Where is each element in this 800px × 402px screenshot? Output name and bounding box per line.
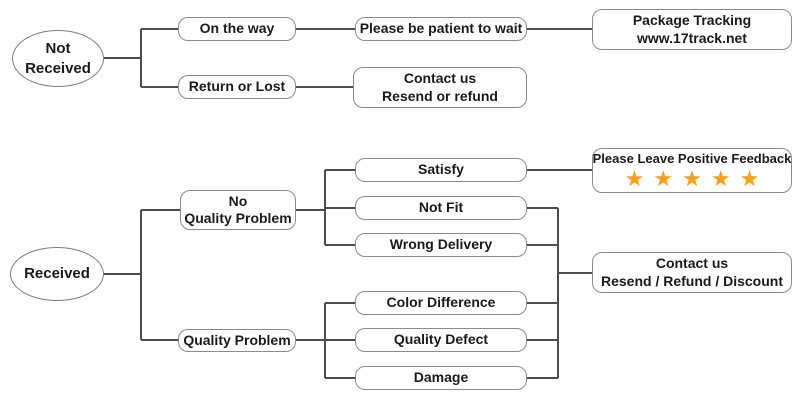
node-label: Wrong Delivery [389,236,493,253]
node-package-tracking: Package Tracking www.17track.net [592,9,792,50]
node-quality-defect: Quality Defect [355,328,527,352]
node-contact-resend-refund: Contact us Resend or refund [353,67,527,108]
node-contact-resend-refund-discount: Contact us Resend / Refund / Discount [592,252,792,293]
star-icon: ★ [682,166,702,192]
node-return-or-lost: Return or Lost [178,75,296,99]
node-wrong-delivery: Wrong Delivery [355,233,527,257]
feedback-title: Please Leave Positive Feedback [592,150,792,166]
node-label: Received [24,265,90,283]
node-label: Please be patient to wait [359,20,523,37]
node-label: Contact us [655,255,729,271]
node-label: No [228,192,248,209]
node-label: Quality Defect [393,331,489,348]
node-label: Color Difference [386,294,496,311]
star-icon: ★ [653,166,674,192]
node-not-received: Not Received [12,30,104,87]
node-label: Quality Problem [184,210,292,226]
node-label: Satisfy [418,161,464,178]
star-icon: ★ [739,166,760,192]
node-label: Not [45,40,71,57]
node-label: Quality Problem [183,331,291,348]
star-icon: ★ [710,166,731,192]
node-label: Not Fit [418,199,464,216]
node-no-quality-problem: No Quality Problem [180,190,296,230]
node-not-fit: Not Fit [355,196,527,220]
node-received: Received [10,247,104,301]
node-label: Package Tracking [632,12,752,28]
tracking-url: www.17track.net [637,29,747,46]
node-color-difference: Color Difference [355,291,527,315]
node-damage: Damage [355,366,527,390]
star-rating: ★ ★ ★ ★ ★ [625,168,760,190]
node-label: Resend or refund [382,87,498,104]
node-satisfy: Satisfy [355,158,527,182]
node-positive-feedback: Please Leave Positive Feedback ★ ★ ★ ★ ★ [592,148,792,193]
node-label: Return or Lost [188,78,286,95]
node-label: Contact us [403,70,477,86]
node-label: On the way [199,20,275,37]
star-icon: ★ [624,166,645,192]
node-on-the-way: On the way [178,17,296,41]
node-label: Damage [413,369,469,386]
node-quality-problem: Quality Problem [178,329,296,352]
node-be-patient: Please be patient to wait [355,17,527,41]
node-label: Received [25,59,91,77]
node-label: Resend / Refund / Discount [600,272,783,289]
